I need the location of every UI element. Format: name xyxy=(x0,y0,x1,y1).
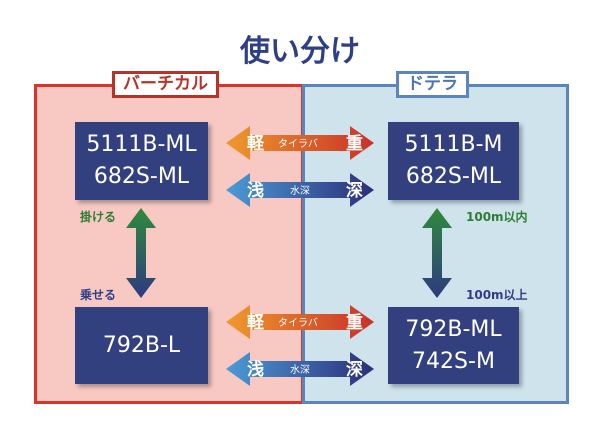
model-name: 5111B-ML xyxy=(86,132,197,157)
deep-text: 深 xyxy=(346,359,363,380)
vertical-arrow-right xyxy=(422,208,452,298)
model-name: 682S-ML xyxy=(405,164,502,189)
depth-arrow-top xyxy=(226,173,374,207)
shallow-text: 浅 xyxy=(247,180,264,201)
tairaba-text: タイラバ xyxy=(278,317,318,329)
heavy-text: 重 xyxy=(346,312,363,333)
over-100m-label: 100m以上 xyxy=(466,288,528,302)
ride-label: 乗せる xyxy=(80,288,117,302)
model-name: 682S-ML xyxy=(93,164,190,189)
deep-text: 深 xyxy=(346,180,363,201)
depth-arrow-bottom xyxy=(226,352,374,386)
light-text: 軽 xyxy=(247,133,265,154)
model-name: 792B-ML xyxy=(405,316,502,342)
vertical-bottom-box: 792B-L xyxy=(75,307,208,384)
depth-text: 水深 xyxy=(290,185,310,197)
tairaba-text: タイラバ xyxy=(278,138,318,150)
weight-arrow-top xyxy=(226,126,374,160)
weight-arrow-bottom xyxy=(226,305,374,339)
model-name: 792B-L xyxy=(102,332,181,358)
vertical-label: バーチカル xyxy=(112,71,219,98)
model-name: 742S-M xyxy=(412,348,495,374)
dotera-top-box: 5111B-M 682S-ML xyxy=(388,122,519,200)
depth-text: 水深 xyxy=(290,364,310,376)
light-text: 軽 xyxy=(247,312,265,333)
vertical-arrow-left xyxy=(126,208,156,298)
model-name: 5111B-M xyxy=(404,132,503,157)
shallow-text: 浅 xyxy=(247,359,264,380)
hook-label: 掛ける xyxy=(80,210,117,224)
page-title: 使い分け xyxy=(240,34,360,69)
dotera-label: ドテラ xyxy=(396,71,469,98)
dotera-bottom-box: 792B-ML 742S-M xyxy=(388,307,519,384)
heavy-text: 重 xyxy=(346,133,363,154)
within-100m-label: 100m以内 xyxy=(466,210,528,224)
vertical-top-box: 5111B-ML 682S-ML xyxy=(75,122,208,200)
